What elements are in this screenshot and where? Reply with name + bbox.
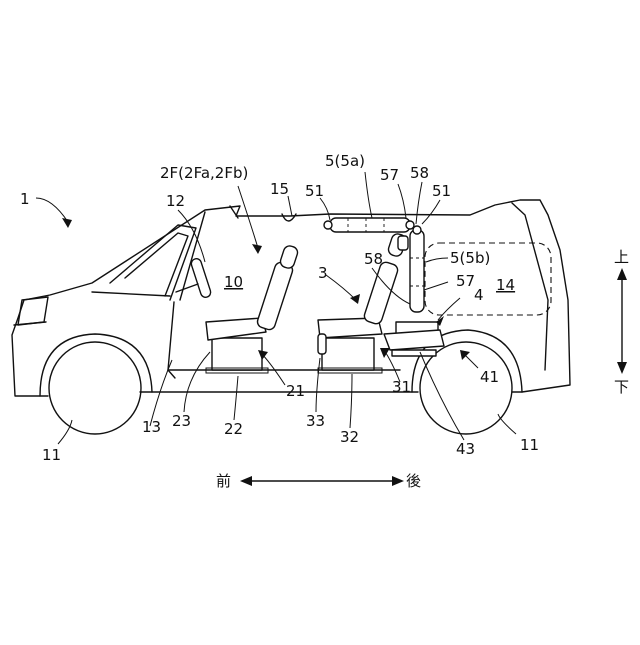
label-fold-a: 57 <box>380 166 399 184</box>
label-roof: 15 <box>270 180 289 198</box>
label-partition: 5(5a) <box>325 152 365 170</box>
label-wheel-front: 11 <box>42 446 61 464</box>
label-fold-b: 58 <box>410 164 429 182</box>
steering-column <box>176 284 198 292</box>
label-front-seat-group: 2F(2Fa,2Fb) <box>160 164 248 182</box>
vehicle-body-outline <box>12 200 570 396</box>
front-wheel <box>49 342 141 434</box>
label-bracket: 43 <box>456 440 475 458</box>
label-rail-rear: 32 <box>340 428 359 446</box>
headliner <box>282 214 296 221</box>
label-partition-lowered: 5(5b) <box>450 249 490 267</box>
label-hinge: 51 <box>305 182 324 200</box>
label-direction-front: 前 <box>216 472 231 490</box>
label-floor: 13 <box>142 418 161 436</box>
partition-stowed <box>324 218 414 232</box>
label-cushion-front: 23 <box>172 412 191 430</box>
label-direction-down: 下 <box>614 378 629 396</box>
label-front-seat-row: 21 <box>286 382 305 400</box>
label-cushion-rear: 33 <box>306 412 325 430</box>
steering-wheel <box>190 257 212 298</box>
label-fold-c: 58 <box>364 250 383 268</box>
label-direction-up: 上 <box>614 248 629 266</box>
label-wheel-rear: 11 <box>520 436 539 454</box>
label-cabin: 10 <box>224 273 243 291</box>
label-direction-back: 後 <box>406 472 421 490</box>
label-rail-front: 22 <box>224 420 243 438</box>
rear-window <box>512 203 548 370</box>
headlight <box>18 297 48 325</box>
front-seat <box>206 244 299 373</box>
front-back-arrow <box>240 476 404 486</box>
label-cargo: 14 <box>496 276 515 294</box>
label-luggage-box: 41 <box>480 368 499 386</box>
label-hinge-right: 51 <box>432 182 451 200</box>
label-steering: 12 <box>166 192 185 210</box>
dashboard <box>92 292 170 296</box>
label-fold-d: 57 <box>456 272 475 290</box>
label-rear-seat-group: 3 <box>318 264 328 282</box>
luggage-device <box>384 322 444 356</box>
label-luggage-device: 4 <box>474 286 484 304</box>
roof-notch <box>230 206 238 218</box>
label-vehicle: 1 <box>20 190 30 208</box>
label-rear-seat: 31 <box>392 378 411 396</box>
up-down-arrow <box>617 268 627 374</box>
